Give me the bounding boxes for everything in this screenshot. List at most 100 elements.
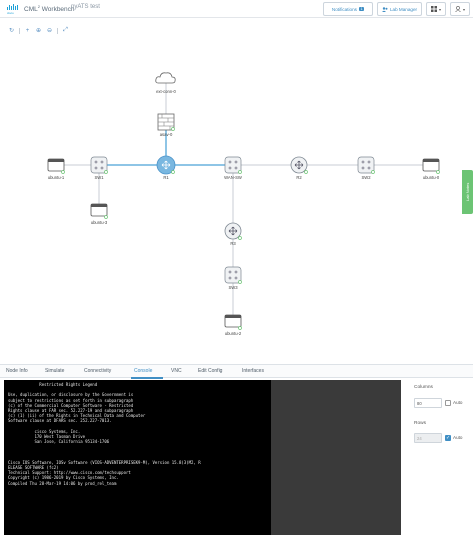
node-status-icon xyxy=(61,170,65,174)
node-label: SW2 xyxy=(361,175,371,180)
node-ext-conn-0[interactable] xyxy=(155,72,176,84)
svg-text:cisco: cisco xyxy=(7,11,14,15)
console-line: Use, duplication, or disclosure by the G… xyxy=(8,392,134,398)
chevron-down-icon: ▾ xyxy=(462,6,465,12)
node-tabs: Node Info Simulate Connectivity Console … xyxy=(0,364,473,379)
node-status-icon xyxy=(304,170,308,174)
users-icon xyxy=(381,6,388,12)
rows-input[interactable]: 24 xyxy=(414,433,442,443)
tab-edit-config[interactable]: Edit Config xyxy=(198,368,223,374)
cisco-logo: cisco xyxy=(7,4,18,15)
console-line: 170 West Tasman Drive xyxy=(8,433,86,439)
columns-auto-checkbox[interactable] xyxy=(445,400,451,406)
node-label: R3 xyxy=(230,241,236,246)
node-label: asav-0 xyxy=(159,132,173,137)
node-r1[interactable] xyxy=(156,155,176,175)
lab-title[interactable]: pyATS test xyxy=(71,4,100,10)
user-icon xyxy=(455,6,461,12)
node-label: ubuntu-2 xyxy=(224,331,242,336)
node-ubuntu-3[interactable] xyxy=(90,203,108,219)
add-icon[interactable]: + xyxy=(25,27,30,34)
console-line: (c) (1) (ii) of the Rights in Technical … xyxy=(8,413,146,419)
console-line: (c) of the Commercial Computer Software … xyxy=(8,402,134,408)
console-line: Rights clause at FAR sec. 52.227-19 and … xyxy=(8,407,134,413)
side-panel-tab[interactable]: Lab Notes xyxy=(462,170,473,214)
tab-simulate[interactable]: Simulate xyxy=(45,368,65,374)
node-label: SW3 xyxy=(228,285,238,290)
node-status-icon xyxy=(171,127,175,131)
node-label: ubuntu-1 xyxy=(47,175,65,180)
user-menu-button[interactable]: ▾ xyxy=(450,2,470,16)
console-line: Cisco IOS Software, IOSv Software (VIOS-… xyxy=(8,459,201,465)
node-status-icon xyxy=(436,170,440,174)
node-label: R1 xyxy=(163,175,169,180)
app-header: cisco CML2 Workbench pyATS test Notifica… xyxy=(0,0,473,18)
lab-manager-button[interactable]: Lab Manager xyxy=(377,2,422,16)
rows-auto-label: Auto xyxy=(453,435,463,440)
rows-auto-checkbox[interactable]: ✓ xyxy=(445,435,451,441)
node-status-icon xyxy=(238,236,242,240)
node-status-icon xyxy=(238,280,242,284)
console-line: ELEASE SOFTWARE (fc2) xyxy=(8,465,59,470)
node-status-icon xyxy=(238,170,242,174)
lab-manager-label: Lab Manager xyxy=(389,6,418,12)
toolbar-separator xyxy=(19,27,20,34)
app-title: CML2 Workbench xyxy=(24,4,75,14)
tab-interfaces[interactable]: Interfaces xyxy=(242,368,264,374)
zoom-in-icon[interactable]: ⊕ xyxy=(35,28,42,34)
node-r3[interactable] xyxy=(224,222,242,240)
active-tab-indicator xyxy=(131,377,163,379)
notifications-label: Notifications xyxy=(331,6,357,12)
console-line: Compiled Thu 28-Mar-19 14:06 by prod_rel… xyxy=(8,480,117,486)
console-line: cisco Systems, Inc. xyxy=(8,428,81,434)
canvas-toolbar: ↻ + ⊕ ⊖ ⤢ xyxy=(8,27,69,34)
console-line: San Jose, California 95134-1706 xyxy=(8,439,110,445)
tab-node-info[interactable]: Node Info xyxy=(6,368,28,374)
node-label: ext-conn-0 xyxy=(156,89,176,94)
node-label: ubuntu-0 xyxy=(422,175,440,180)
node-label: WAN-SW xyxy=(224,175,242,180)
tab-console[interactable]: Console xyxy=(134,368,153,374)
console-line: subject to restrictions as set forth in … xyxy=(8,397,134,403)
node-sw2[interactable] xyxy=(357,156,375,174)
node-label: ubuntu-3 xyxy=(90,220,108,225)
node-ubuntu-2[interactable] xyxy=(224,314,242,330)
node-label: R2 xyxy=(296,175,302,180)
node-sw1[interactable] xyxy=(90,156,108,174)
console-line: Copyright (c) 1986-2019 by Cisco Systems… xyxy=(8,475,119,481)
node-r2[interactable] xyxy=(290,156,308,174)
node-ubuntu-1[interactable] xyxy=(47,158,65,174)
columns-input[interactable]: 80 xyxy=(414,398,442,408)
node-ubuntu-0[interactable] xyxy=(422,158,440,174)
node-status-icon xyxy=(371,170,375,174)
zoom-out-icon[interactable]: ⊖ xyxy=(46,28,53,34)
columns-auto-label: Auto xyxy=(453,400,463,405)
chevron-down-icon: ▾ xyxy=(438,6,441,12)
console-empty-area[interactable] xyxy=(271,380,401,535)
node-wan-sw[interactable] xyxy=(224,156,242,174)
toolbar-separator xyxy=(57,27,58,34)
node-sw3[interactable] xyxy=(224,266,242,284)
node-label: SW1 xyxy=(94,175,104,180)
node-status-icon xyxy=(104,215,108,219)
console-line: Restricted Rights Legend xyxy=(8,382,98,387)
notifications-count: 1 xyxy=(358,7,365,11)
fit-icon[interactable]: ⤢ xyxy=(63,27,68,33)
refresh-icon[interactable]: ↻ xyxy=(8,28,15,34)
columns-label: Columns xyxy=(414,385,433,390)
tab-vnc[interactable]: VNC xyxy=(171,368,182,374)
rows-label: Rows xyxy=(414,421,426,426)
grid-menu-button[interactable]: ▾ xyxy=(426,2,446,16)
console-line: Technical Support: http://www.cisco.com/… xyxy=(8,470,131,476)
node-asav-0[interactable] xyxy=(157,113,175,131)
topology-graph[interactable] xyxy=(0,19,473,364)
node-status-icon xyxy=(104,170,108,174)
console-line: Software clause at DFARS sec. 252.227-70… xyxy=(8,418,112,424)
grid-icon xyxy=(430,6,437,12)
node-status-icon xyxy=(171,170,175,174)
node-status-icon xyxy=(238,326,242,330)
topology-canvas[interactable]: ext-conn-0 asav-0 ubuntu-1 SW1 R1 WAN-SW R2 SW2… xyxy=(0,19,473,364)
tab-connectivity[interactable]: Connectivity xyxy=(84,368,112,374)
notifications-button[interactable]: Notifications 1 xyxy=(323,2,373,16)
